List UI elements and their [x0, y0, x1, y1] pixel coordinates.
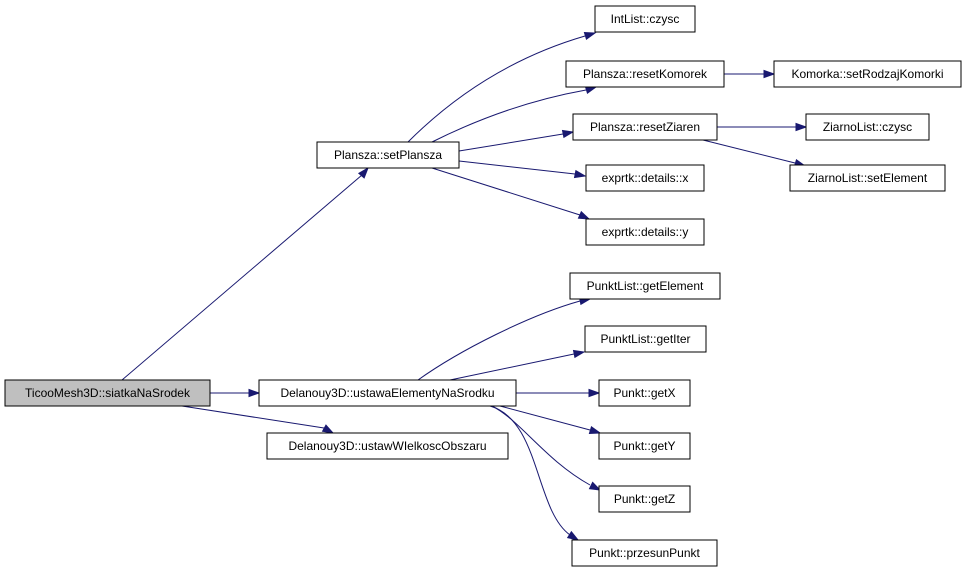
node-label: Plansza::setPlansza [334, 148, 442, 162]
edge-ustawElementy-to-przesun [489, 405, 580, 541]
edge-resetZiaren-to-ziarnoSetElement [702, 139, 807, 168]
node-label: Delanouy3D::ustawaElementyNaSrodku [280, 386, 494, 400]
node-getY[interactable]: Punkt::getY [598, 432, 691, 460]
arrowhead [561, 129, 575, 139]
node-detailsY[interactable]: exprtk::details::y [585, 218, 705, 246]
node-resetZiaren[interactable]: Plansza::resetZiaren [572, 113, 718, 141]
node-label: Punkt::getZ [614, 492, 675, 506]
node-label: Punkt::przesunPunkt [589, 546, 700, 560]
arrowhead [763, 69, 776, 79]
node-przesun[interactable]: Punkt::przesunPunkt [571, 539, 718, 567]
edge-setPlansza-to-detailsX [458, 160, 587, 179]
node-getIter[interactable]: PunktList::getIter [584, 325, 707, 353]
edge-root-to-setPlansza [121, 166, 369, 381]
node-resetKomorek[interactable]: Plansza::resetKomorek [565, 60, 725, 88]
arrowhead [573, 169, 587, 179]
node-ustawElementy[interactable]: Delanouy3D::ustawaElementyNaSrodku [258, 379, 517, 407]
edge-ustawElementy-to-getX [516, 388, 601, 398]
arrowhead [583, 31, 597, 41]
node-label: Punkt::getX [613, 386, 675, 400]
arrowhead [588, 481, 602, 491]
node-label: Plansza::resetKomorek [583, 67, 708, 81]
arrowhead [588, 425, 602, 435]
node-getZ[interactable]: Punkt::getZ [598, 485, 691, 513]
node-detailsX[interactable]: exprtk::details::x [585, 164, 705, 192]
node-label: Plansza::resetZiaren [590, 120, 700, 134]
node-label: Delanouy3D::ustawWIelkoscObszaru [288, 439, 486, 453]
edge-setPlansza-to-intListCzysc [407, 31, 597, 143]
arrowhead [357, 166, 369, 179]
arrowhead [566, 530, 580, 541]
arrowhead [577, 210, 591, 220]
node-setRodzaj[interactable]: Komorka::setRodzajKomorki [773, 60, 962, 88]
edge-ustawElementy-to-getY [499, 405, 602, 435]
edge-resetZiaren-to-ziarnoCzysc [717, 122, 808, 132]
node-ziarnoSetElement[interactable]: ZiarnoList::setElement [789, 164, 946, 192]
node-label: ZiarnoList::setElement [808, 171, 928, 185]
arrowhead [572, 349, 586, 359]
node-intListCzysc[interactable]: IntList::czysc [594, 5, 696, 33]
edge-ustawElementy-to-getIter [449, 349, 586, 381]
edge-ustawElementy-to-getZ [491, 405, 602, 491]
node-getX[interactable]: Punkt::getX [598, 379, 691, 407]
node-label: exprtk::details::y [602, 225, 689, 239]
arrowhead [321, 424, 335, 434]
edge-root-to-ustawElementy [210, 388, 261, 398]
edge-resetKomorek-to-setRodzaj [724, 69, 776, 79]
node-getElement[interactable]: PunktList::getElement [569, 272, 721, 300]
node-setPlansza[interactable]: Plansza::setPlansza [316, 141, 460, 169]
node-ustawWielkosc[interactable]: Delanouy3D::ustawWIelkoscObszaru [266, 432, 509, 460]
edge-setPlansza-to-detailsY [431, 167, 591, 220]
node-label: PunktList::getIter [600, 332, 690, 346]
node-ziarnoCzysc[interactable]: ZiarnoList::czysc [805, 113, 930, 141]
node-label: Komorka::setRodzajKomorki [791, 67, 943, 81]
node-label: PunktList::getElement [587, 279, 704, 293]
node-label: ZiarnoList::czysc [823, 120, 912, 134]
node-label: Punkt::getY [613, 439, 675, 453]
node-label: TicooMesh3D::siatkaNaSrodek [25, 386, 191, 400]
arrowhead [584, 85, 598, 95]
edge-setPlansza-to-resetKomorek [431, 85, 598, 143]
edge-ustawElementy-to-getElement [417, 296, 592, 381]
node-root[interactable]: TicooMesh3D::siatkaNaSrodek [4, 379, 211, 407]
arrowhead [795, 122, 808, 132]
arrowhead [248, 388, 261, 398]
arrowhead [588, 388, 601, 398]
node-label: exprtk::details::x [602, 171, 689, 185]
edge-setPlansza-to-resetZiaren [458, 129, 575, 152]
node-label: IntList::czysc [611, 12, 680, 26]
edge-root-to-ustawWielkosc [181, 405, 335, 434]
